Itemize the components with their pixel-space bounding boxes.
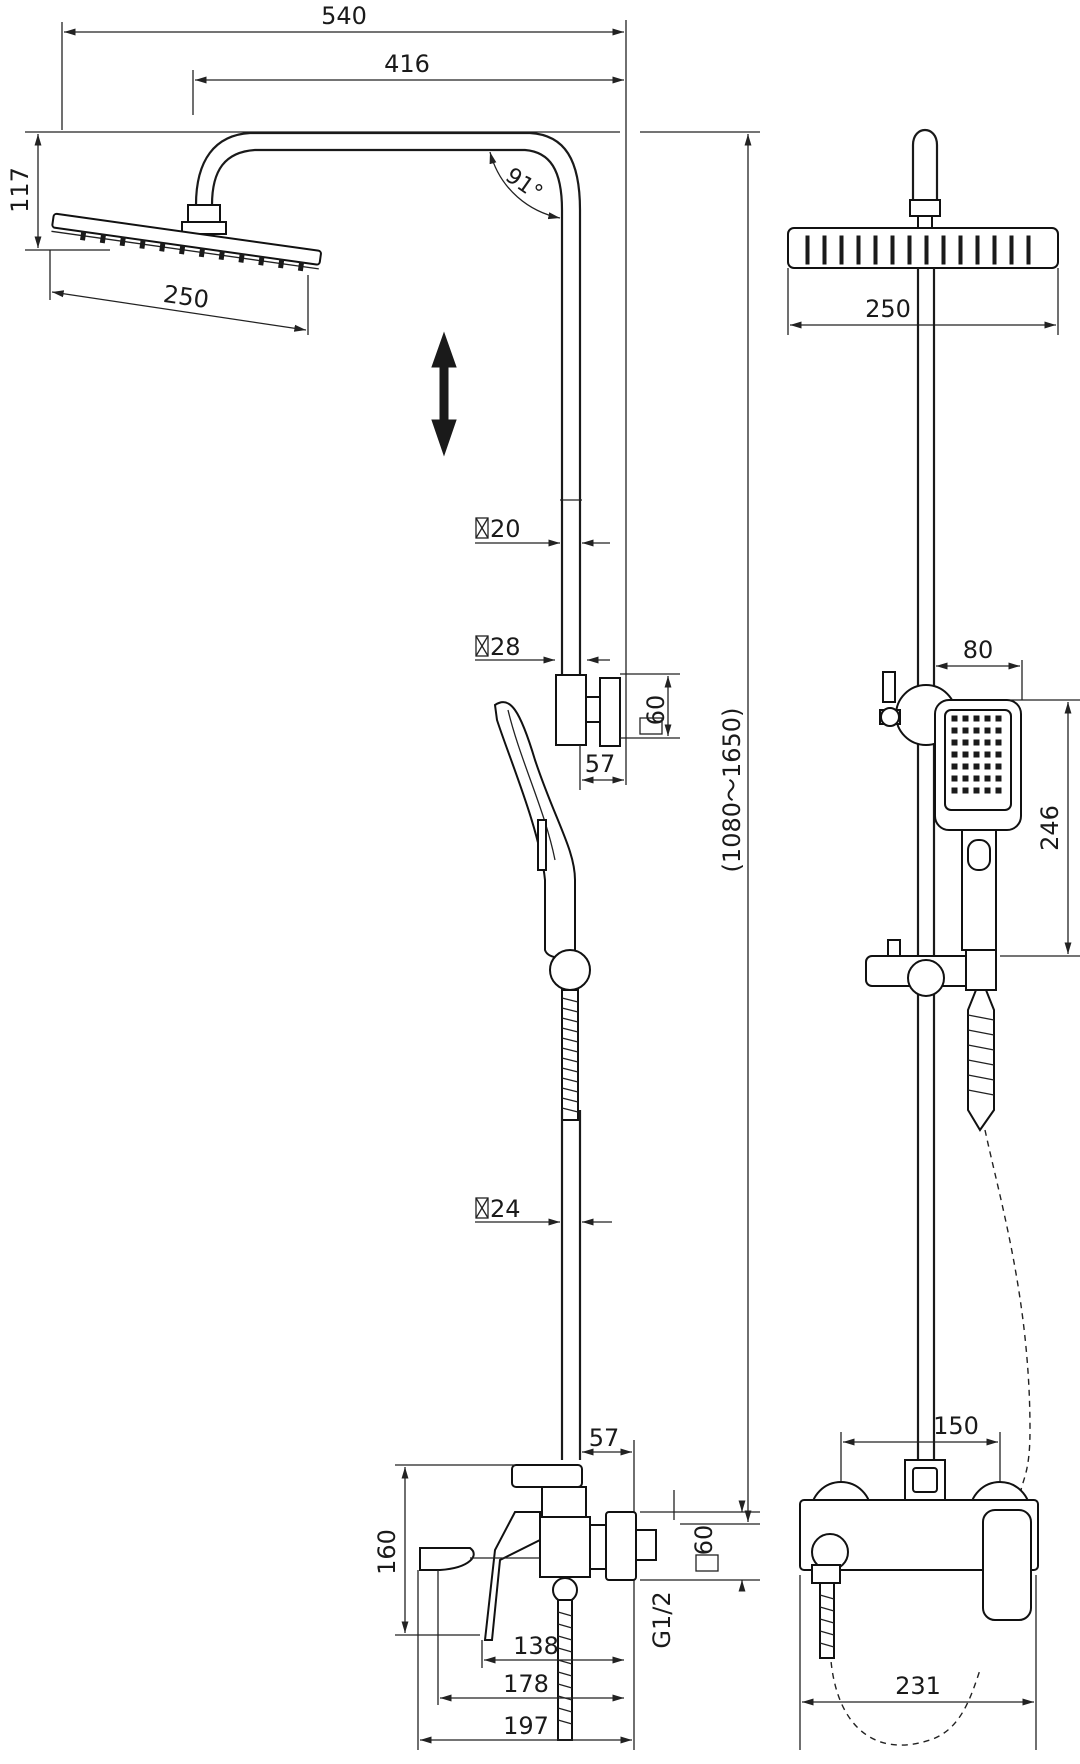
dim-label-57-lower: 57 <box>589 1424 620 1452</box>
dim-label-178: 178 <box>503 1670 549 1698</box>
dim-label-160: 160 <box>373 1529 401 1575</box>
dim-label-60-holder: 60 <box>642 695 670 726</box>
dim-label-28: 28 <box>490 633 521 661</box>
dim-label-540: 540 <box>321 2 367 30</box>
dim-spout-138: 138 <box>481 1632 624 1668</box>
hose-front <box>829 989 1031 1746</box>
lower-pipe <box>560 1110 582 1460</box>
dim-label-150: 150 <box>933 1412 979 1440</box>
lever-handle-front <box>982 1509 1032 1621</box>
rain-shower-head-front <box>787 227 1059 269</box>
dim-label-thread: G1/2 <box>648 1591 676 1648</box>
dim-inlet-size: 60 <box>640 1500 760 1592</box>
dim-label-20: 20 <box>490 515 521 543</box>
dim-pipe-lower: 24 <box>475 1195 612 1226</box>
diverter-knob <box>511 1464 583 1488</box>
lever-handle-side <box>483 1511 541 1641</box>
front-pipe-top <box>909 128 941 229</box>
dim-thread: G1/2 <box>648 1490 676 1649</box>
dim-label-117: 117 <box>6 167 34 213</box>
mixer-front <box>799 1459 1039 1659</box>
dim-label-197: 197 <box>503 1712 549 1740</box>
dim-label-416: 416 <box>384 50 430 78</box>
dim-label-250-side: 250 <box>161 280 210 314</box>
dim-label-24: 24 <box>490 1195 521 1223</box>
dim-spout-178: 178 <box>437 1570 624 1705</box>
dim-arm-reach: 416 <box>192 50 624 115</box>
front-view: 250 80 <box>787 128 1080 1750</box>
dim-head-width: 250 <box>787 268 1059 335</box>
height-adjust-arrow-icon <box>431 331 457 457</box>
dim-pipe-holder: 28 <box>475 633 610 664</box>
front-main-pipe <box>916 268 936 1462</box>
pipe-holder-bracket <box>555 674 621 747</box>
dim-label-231: 231 <box>895 1672 941 1700</box>
dim-label-height-range: (1080～1650) <box>718 708 746 873</box>
rain-shower-head-side <box>51 212 322 272</box>
dim-label-80: 80 <box>963 636 994 664</box>
dim-label-138: 138 <box>513 1632 559 1660</box>
dim-hand-length: 246 <box>1000 699 1080 957</box>
dim-mixer-width: 231 <box>799 1575 1037 1750</box>
spout-side <box>419 1547 475 1571</box>
dim-label-246: 246 <box>1036 805 1064 851</box>
hose-side <box>549 949 591 1121</box>
hand-shower-front <box>879 671 1022 951</box>
dim-holder-depth: 60 <box>620 673 680 739</box>
dim-holder-offset: 57 <box>579 745 624 790</box>
dim-label-250-front: 250 <box>865 295 911 323</box>
dim-label-angle: 91° <box>501 163 547 206</box>
dim-label-57-top: 57 <box>585 750 616 778</box>
dim-pipe-top: 20 <box>475 515 610 547</box>
dim-height-range: (1080～1650) <box>640 131 760 1525</box>
dim-overall-width: 540 <box>61 2 627 785</box>
dim-hand-width: 80 <box>936 636 1023 700</box>
slide-bracket <box>865 939 997 997</box>
dim-label-60-inlet: 60 <box>690 1525 718 1556</box>
dim-spout-197: 197 <box>417 1570 632 1750</box>
mixer-side <box>419 1464 657 1741</box>
dim-inlet-spacing: 150 <box>840 1412 1001 1490</box>
upper-pipe <box>560 499 582 680</box>
side-view: 540 416 117 91° <box>6 2 760 1750</box>
dim-mixer-offset: 57 <box>579 1424 635 1750</box>
dim-head-diameter: 250 <box>49 250 309 335</box>
